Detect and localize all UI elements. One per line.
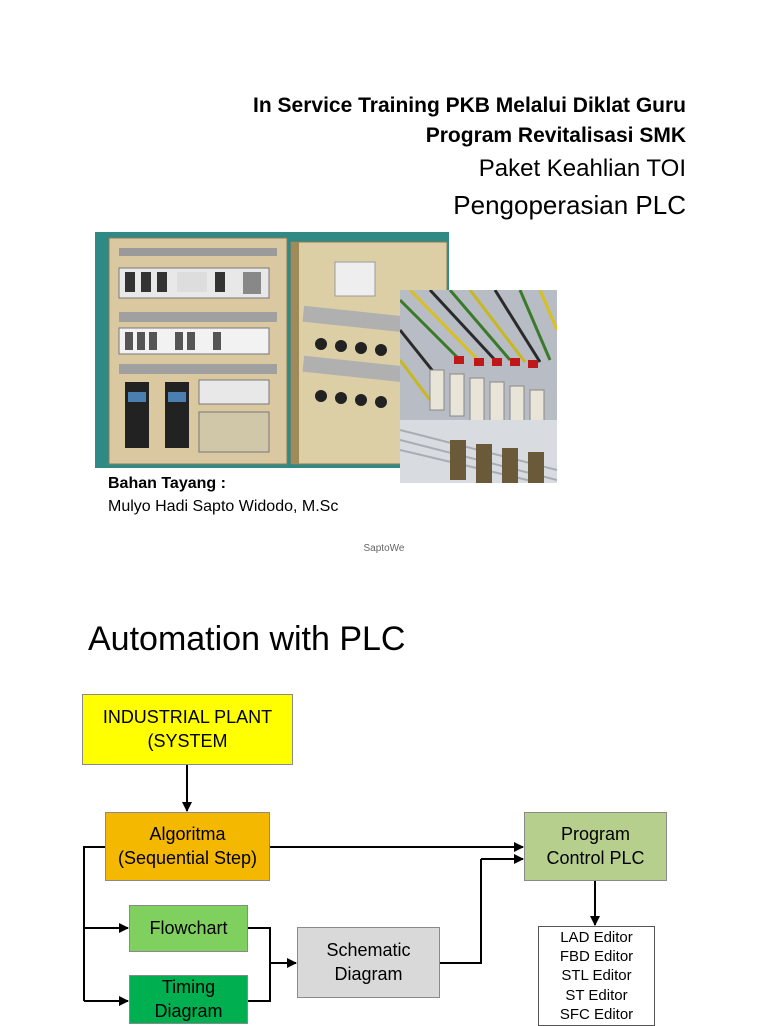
- flowchart-label: Flowchart: [149, 917, 228, 938]
- line-algorithm-left: [83, 846, 105, 1001]
- line-schematic-program: [440, 859, 482, 964]
- caption-label: Bahan Tayang :: [108, 475, 226, 492]
- schematic-diagram-box: Schematic Diagram: [297, 927, 440, 998]
- flowchart-box: Flowchart: [129, 905, 248, 952]
- title-line-3: Paket Keahlian TOI: [478, 155, 686, 182]
- slide-footer: SaptoWe: [363, 543, 405, 554]
- title-line-4: Pengoperasian PLC: [453, 190, 686, 220]
- terminal-wires-photo: [400, 290, 557, 483]
- timing-diagram-label: Timing Diagram: [154, 977, 223, 1021]
- timing-diagram-box: Timing Diagram: [129, 975, 248, 1024]
- algorithm-box: Algoritma (Sequential Step): [105, 812, 270, 881]
- algorithm-label: Algoritma (Sequential Step): [117, 824, 258, 868]
- caption-author: Mulyo Hadi Sapto Widodo, M.Sc: [108, 498, 339, 515]
- line-flowchart-bracket: [248, 927, 271, 1002]
- flow-connectors: [83, 765, 600, 1006]
- diagram-slide: Automation with PLC INDUSTRIAL PLAN: [0, 580, 768, 1026]
- slide-title: Automation with PLC: [88, 620, 406, 658]
- industrial-plant-box: INDUSTRIAL PLANT (SYSTEM: [82, 694, 293, 765]
- editors-list-box: LAD Editor FBD Editor STL Editor ST Edit…: [538, 926, 655, 1026]
- industrial-plant-label: INDUSTRIAL PLANT (SYSTEM: [102, 707, 273, 751]
- program-control-box: Program Control PLC: [524, 812, 667, 881]
- editors-list-label: LAD Editor FBD Editor STL Editor ST Edit…: [559, 929, 634, 1023]
- title-slide: In Service Training PKB Melalui Diklat G…: [95, 94, 686, 554]
- program-control-label: Program Control PLC: [546, 824, 645, 868]
- title-line-2: Program Revitalisasi SMK: [425, 124, 686, 147]
- title-line-1: In Service Training PKB Melalui Diklat G…: [253, 94, 686, 117]
- schematic-diagram-label: Schematic Diagram: [326, 940, 411, 984]
- electrical-panel-photo: [95, 232, 449, 468]
